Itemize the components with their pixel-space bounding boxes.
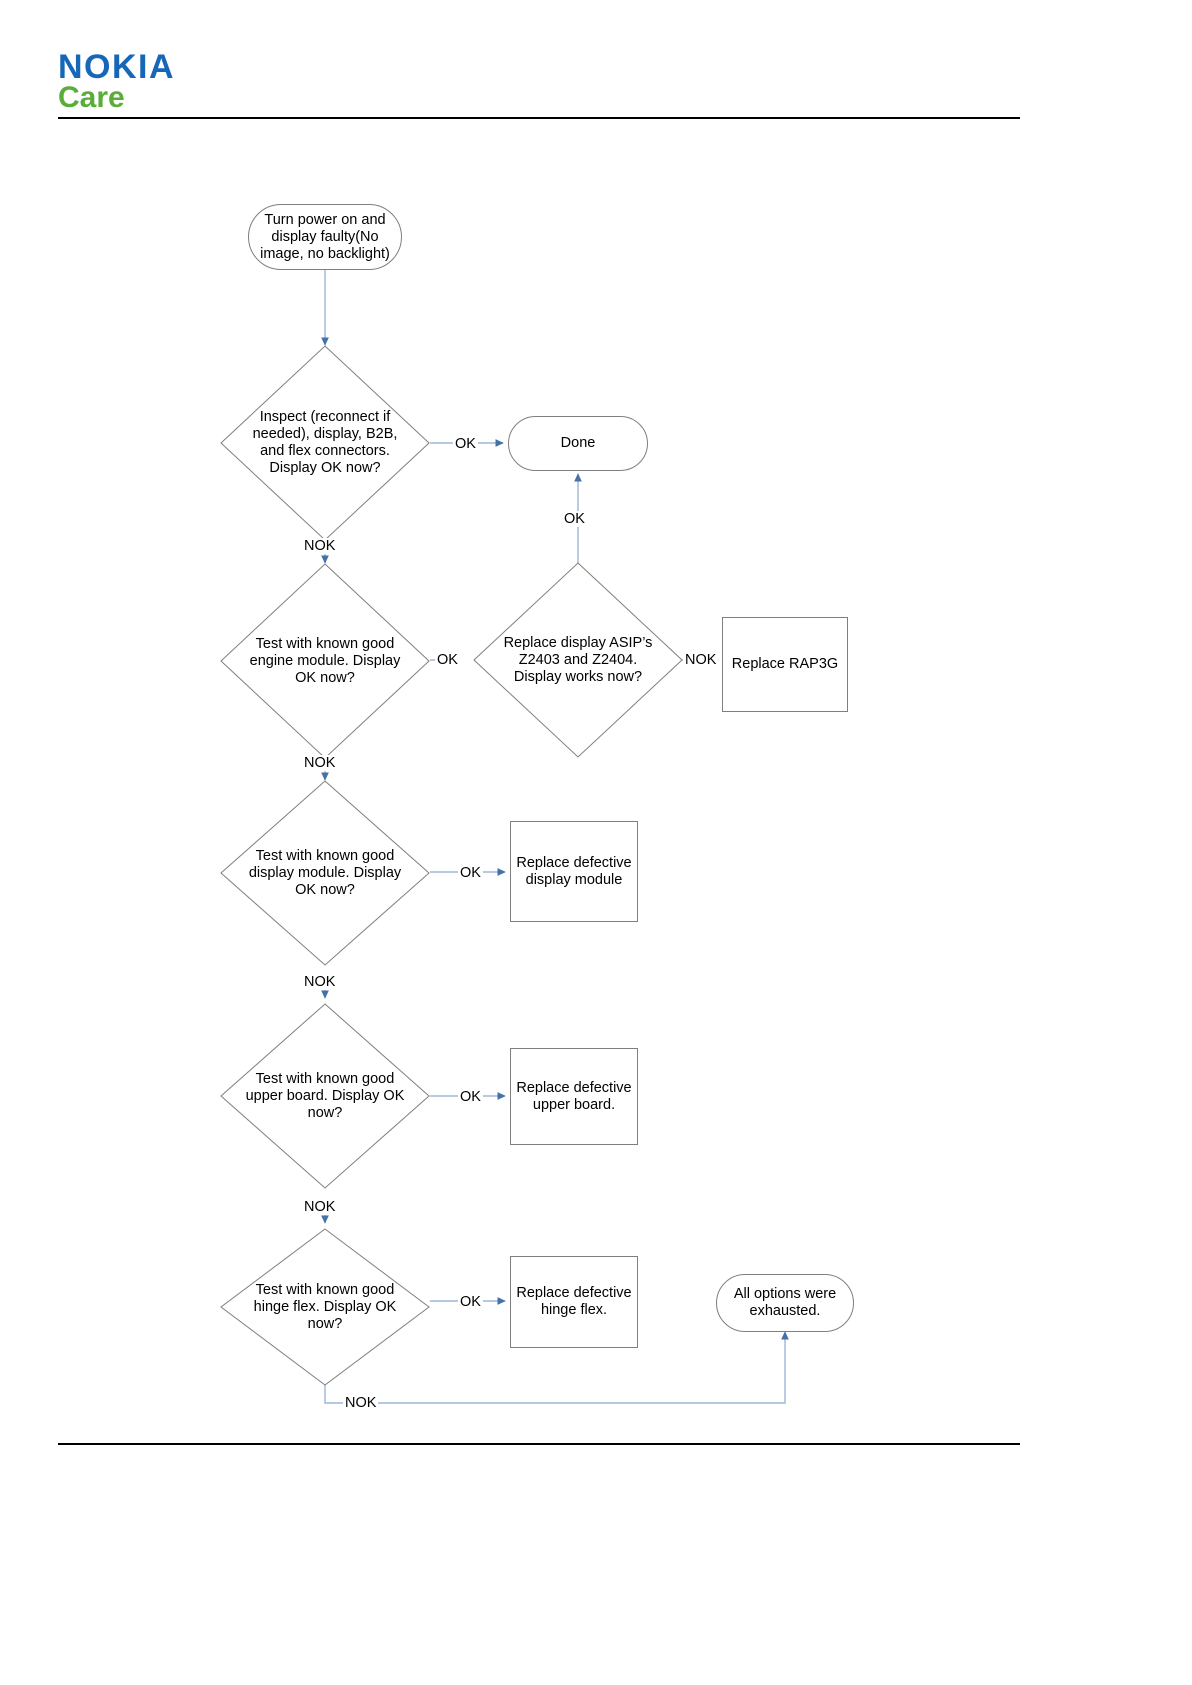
node-done: Done bbox=[508, 416, 648, 471]
node-display-module-label: Test with known good display module. Dis… bbox=[248, 847, 402, 898]
node-upper-board: Test with known good upper board. Displa… bbox=[220, 1003, 430, 1189]
footer-divider bbox=[58, 1443, 1020, 1445]
edge-label-engine-nok: NOK bbox=[302, 755, 338, 771]
node-replace-rap3g-label: Replace RAP3G bbox=[731, 656, 839, 672]
diamond-shape bbox=[220, 1228, 430, 1386]
node-replace-display-module: Replace defective display module bbox=[510, 821, 638, 922]
edge-label-upper-nok: NOK bbox=[302, 1199, 338, 1215]
node-start-label: Turn power on and display faulty(No imag… bbox=[260, 211, 390, 262]
node-replace-asip: Replace display ASIP’s Z2403 and Z2404. … bbox=[473, 562, 683, 758]
node-upper-board-label: Test with known good upper board. Displa… bbox=[245, 1070, 405, 1121]
node-done-label: Done bbox=[560, 435, 596, 451]
node-replace-upper-board-label: Replace defective upper board. bbox=[516, 1079, 632, 1113]
node-replace-hinge-flex: Replace defective hinge flex. bbox=[510, 1256, 638, 1348]
node-engine-module: Test with known good engine module. Disp… bbox=[220, 563, 430, 759]
node-all-options-exhausted-label: All options were exhausted. bbox=[733, 1286, 837, 1319]
node-inspect-connectors: Inspect (reconnect if needed), display, … bbox=[220, 345, 430, 541]
node-hinge-flex: Test with known good hinge flex. Display… bbox=[220, 1228, 430, 1386]
header-divider bbox=[58, 117, 1020, 119]
edge-label-asip-ok-to-done: OK bbox=[562, 511, 587, 527]
edge-label-engine-ok: OK bbox=[435, 652, 460, 668]
edge-label-hinge-nok: NOK bbox=[343, 1395, 379, 1411]
edge-label-hinge-ok: OK bbox=[458, 1294, 483, 1310]
diamond-shape bbox=[220, 780, 430, 966]
node-replace-rap3g: Replace RAP3G bbox=[722, 617, 848, 712]
edge-label-asip-nok: NOK bbox=[683, 652, 719, 668]
node-engine-module-label: Test with known good engine module. Disp… bbox=[249, 635, 401, 686]
diamond-shape bbox=[220, 1003, 430, 1189]
node-hinge-flex-label: Test with known good hinge flex. Display… bbox=[253, 1281, 397, 1332]
node-replace-asip-label: Replace display ASIP’s Z2403 and Z2404. … bbox=[503, 634, 653, 685]
edge-label-display-ok: OK bbox=[458, 865, 483, 881]
edge-label-inspect-ok: OK bbox=[453, 436, 478, 452]
edge-label-inspect-nok: NOK bbox=[302, 538, 338, 554]
nokia-wordmark: NOKIA bbox=[58, 48, 176, 86]
care-wordmark: Care bbox=[58, 81, 125, 114]
edge-label-upper-ok: OK bbox=[458, 1089, 483, 1105]
node-all-options-exhausted: All options were exhausted. bbox=[716, 1274, 854, 1332]
diamond-shape bbox=[473, 562, 683, 758]
node-display-module: Test with known good display module. Dis… bbox=[220, 780, 430, 966]
nokia-care-logo: NOKIA Care bbox=[58, 48, 318, 114]
node-replace-display-module-label: Replace defective display module bbox=[516, 854, 632, 888]
node-replace-hinge-flex-label: Replace defective hinge flex. bbox=[516, 1285, 632, 1318]
node-inspect-label: Inspect (reconnect if needed), display, … bbox=[252, 409, 398, 476]
edge-label-display-nok: NOK bbox=[302, 974, 338, 990]
node-replace-upper-board: Replace defective upper board. bbox=[510, 1048, 638, 1145]
node-start: Turn power on and display faulty(No imag… bbox=[248, 204, 402, 270]
